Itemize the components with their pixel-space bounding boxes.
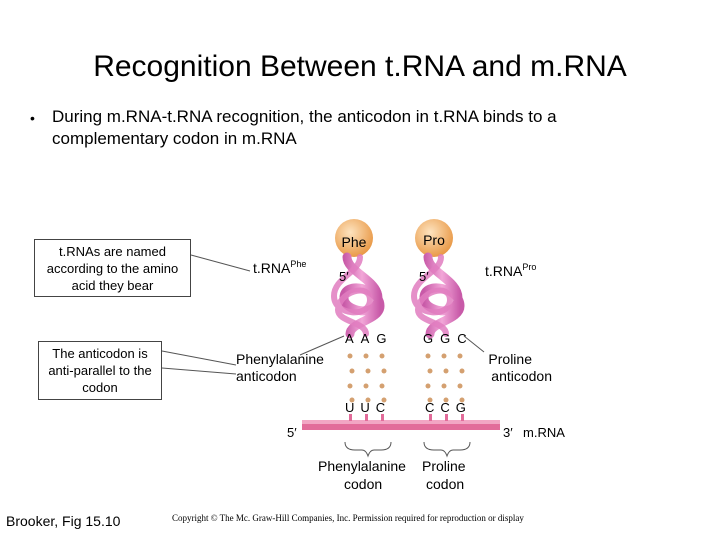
amino-acid-ball-phe xyxy=(335,219,373,257)
mrna-three-prime: 3′ xyxy=(503,425,513,440)
mrna-strand xyxy=(302,414,500,430)
trna-phe-superscript: Phe xyxy=(290,259,306,269)
codon-phe-base-1: U xyxy=(345,400,354,415)
callout-1-pointer xyxy=(190,254,251,272)
hbonds-pro xyxy=(425,353,465,403)
trna-pro-superscript: Pro xyxy=(522,262,536,272)
pro-hbond-dot xyxy=(441,353,447,359)
phe-anticodon-pointer xyxy=(299,335,345,356)
callout-2-pointer-a xyxy=(161,350,237,366)
codon-pro-base-3: G xyxy=(456,400,466,415)
pro-hbond-dot xyxy=(427,368,433,374)
pro-anticodon-label-line1: Proline xyxy=(488,351,532,367)
mrna-base-tick xyxy=(429,414,432,421)
phe-hbond-dot xyxy=(381,397,387,403)
mrna-base-tick xyxy=(461,414,464,421)
trna-phe-label-text: t.RNA xyxy=(253,260,291,276)
anticodon-pro-base-3: C xyxy=(457,331,467,346)
phe-hbond-dot xyxy=(349,368,355,374)
phe-codon-brace xyxy=(344,441,392,458)
callout-antiparallel-text: The anticodon is anti-parallel to the co… xyxy=(48,346,152,395)
codon-pro-base-2: C xyxy=(440,400,449,415)
anticodon-phe-base-2: A xyxy=(361,331,371,346)
amino-acid-label-phe: Phe xyxy=(342,234,367,250)
trna-ribbon-pro-back xyxy=(410,254,454,337)
phe-hbond-dot xyxy=(365,397,371,403)
copyright-notice: Copyright © The Mc. Graw-Hill Companies,… xyxy=(172,513,524,523)
pro-anticodon-pointer xyxy=(463,335,485,353)
codon-phe-base-3: C xyxy=(376,400,385,415)
phe-codon-label-line1: Phenylalanine xyxy=(318,458,406,474)
pro-hbond-dot xyxy=(457,383,463,389)
pro-hbond-dot xyxy=(425,353,431,359)
callout-trna-naming: t.RNAs are named according to the amino … xyxy=(34,239,191,297)
mrna-highlight xyxy=(302,420,500,424)
slide-title: Recognition Between t.RNA and m.RNA xyxy=(93,50,627,83)
pro-anticodon-label-line2: anticodon xyxy=(491,368,552,384)
trna-phe-five-prime: 5′ xyxy=(339,269,349,284)
phe-hbond-dot xyxy=(381,368,387,374)
pro-hbond-dot xyxy=(441,383,447,389)
phe-anticodon-label-line1: Phenylalanine xyxy=(236,351,324,367)
bullet-marker: • xyxy=(30,110,35,126)
mrna-base-tick xyxy=(349,414,352,421)
anticodon-phe-base-1: A xyxy=(345,331,355,346)
anticodon-pro-base-1: G xyxy=(423,331,434,346)
callout-trna-naming-text: t.RNAs are named according to the amino … xyxy=(46,243,179,293)
phe-hbond-dot xyxy=(347,353,353,359)
callout-2-pointer-b xyxy=(161,367,237,375)
phe-hbond-dot xyxy=(363,383,369,389)
amino-acid-ball-pro xyxy=(415,219,453,257)
pro-hbond-dot xyxy=(457,353,463,359)
figure-citation: Brooker, Fig 15.10 xyxy=(6,513,121,529)
pro-codon-label-line2: codon xyxy=(426,476,464,492)
pro-hbond-dot xyxy=(427,397,433,403)
mrna-base-tick xyxy=(381,414,384,421)
phe-hbond-dot xyxy=(365,368,371,374)
pro-hbond-dot xyxy=(443,368,449,374)
trna-pro-label-text: t.RNA xyxy=(485,263,523,279)
mrna-base-ticks xyxy=(349,414,464,421)
pro-hbond-dot xyxy=(443,397,449,403)
pro-hbond-dot xyxy=(425,383,431,389)
mrna-backbone xyxy=(302,420,500,430)
mrna-base-tick xyxy=(445,414,448,421)
phe-hbond-dot xyxy=(363,353,369,359)
phe-codon-label-line2: codon xyxy=(344,476,382,492)
pro-codon-brace xyxy=(423,441,471,458)
phe-hbond-dot xyxy=(379,383,385,389)
bullet-text: During m.RNA-t.RNA recognition, the anti… xyxy=(52,107,557,148)
phe-hbond-dot xyxy=(379,353,385,359)
codon-pro-base-1: C xyxy=(425,400,434,415)
mrna-label: m.RNA xyxy=(523,425,565,440)
phe-hbond-dot xyxy=(347,383,353,389)
amino-acid-label-pro: Pro xyxy=(423,232,445,248)
phe-anticodon-label-line2: anticodon xyxy=(236,368,297,384)
mrna-base-tick xyxy=(365,414,368,421)
anticodon-pro-base-2: G xyxy=(440,331,451,346)
pro-codon-label-line1: Proline xyxy=(422,458,466,474)
codon-phe-base-2: U xyxy=(360,400,369,415)
hbonds-phe xyxy=(347,353,387,403)
callout-antiparallel: The anticodon is anti-parallel to the co… xyxy=(38,341,162,400)
trna-pro-label: t.RNAPro xyxy=(485,262,536,279)
trna-phe-label: t.RNAPhe xyxy=(253,259,306,276)
pro-hbond-dot xyxy=(459,397,465,403)
anticodon-phe-base-3: G xyxy=(376,331,387,346)
mrna-five-prime: 5′ xyxy=(287,425,297,440)
pro-hbond-dot xyxy=(459,368,465,374)
trna-pro-five-prime: 5′ xyxy=(419,269,429,284)
trna-ribbon-phe-back xyxy=(330,254,374,337)
phe-hbond-dot xyxy=(349,397,355,403)
